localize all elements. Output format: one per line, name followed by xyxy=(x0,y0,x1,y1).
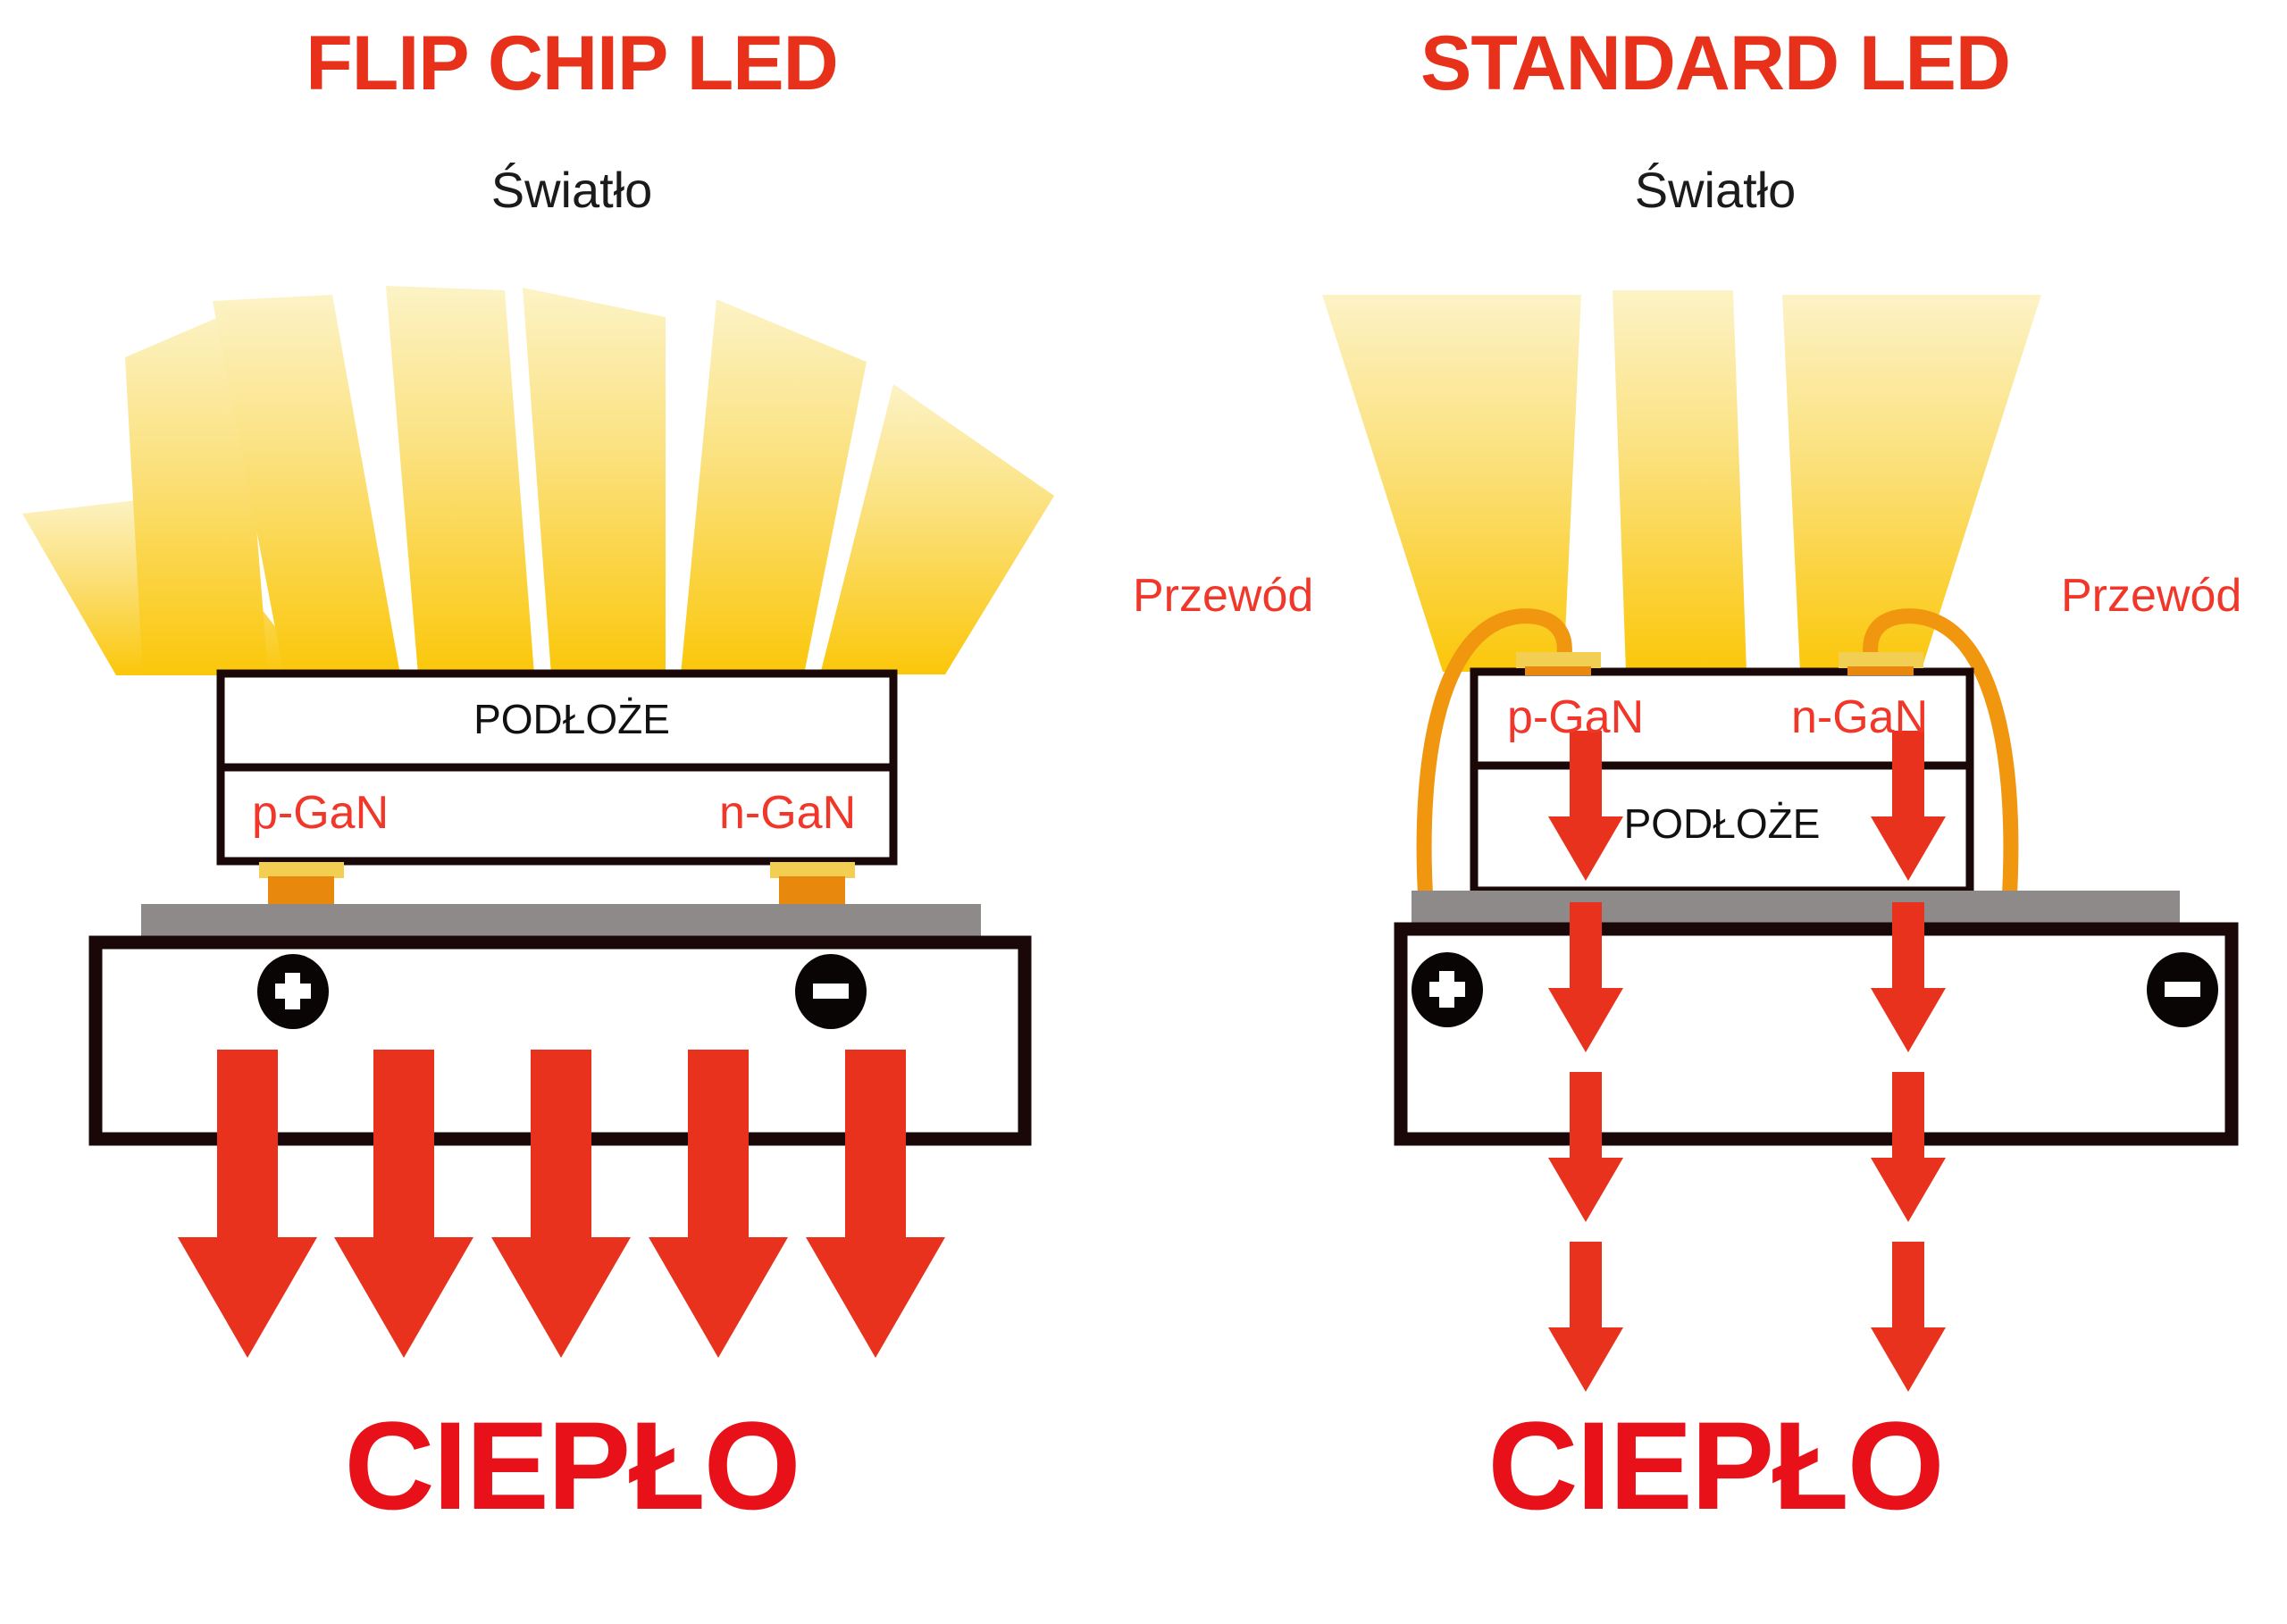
polarity-minus-flip-chip xyxy=(795,954,867,1029)
panel-flip-chip-led: FLIP CHIP LED Światło xyxy=(22,21,1054,1536)
substrate-label-flip-chip: PODŁOŻE xyxy=(473,696,670,742)
polarity-plus-flip-chip xyxy=(257,954,329,1029)
n-gan-label-standard: n-GaN xyxy=(1791,691,1929,743)
heat-label-flip-chip: CIEPŁO xyxy=(344,1395,800,1536)
bond-wires-standard xyxy=(1416,608,2019,955)
light-label-standard: Światło xyxy=(1634,162,1797,218)
wire-label-right-standard: Przewód xyxy=(2061,570,2242,622)
heat-label-standard: CIEPŁO xyxy=(1487,1395,1944,1536)
heat-arrows-left-standard xyxy=(1548,731,1623,1392)
bump-pad-right xyxy=(770,862,855,905)
standard-led-artwork xyxy=(1322,290,2239,1392)
panel-standard-led: STANDARD LED Światło xyxy=(1133,0,2287,1624)
package-box-standard xyxy=(1394,922,2239,1146)
led-die-flip-chip xyxy=(216,669,898,866)
panel-title-flip-chip: FLIP CHIP LED xyxy=(306,21,838,106)
polarity-minus-standard xyxy=(2147,952,2218,1027)
polarity-plus-standard xyxy=(1412,952,1483,1027)
n-gan-label-flip-chip: n-GaN xyxy=(719,787,857,839)
panel-title-standard: STANDARD LED xyxy=(1420,21,2011,106)
flip-chip-artwork xyxy=(22,286,1054,1358)
light-rays-standard xyxy=(1322,290,2041,672)
wire-label-left-standard: Przewód xyxy=(1133,570,1314,622)
light-label-flip-chip: Światło xyxy=(490,162,653,218)
p-gan-label-flip-chip: p-GaN xyxy=(252,787,390,839)
light-rays-flip-chip xyxy=(22,286,1054,675)
bond-pad-left-standard xyxy=(1516,652,1601,675)
heat-arrows-right-standard xyxy=(1871,731,1946,1392)
substrate-label-standard: PODŁOŻE xyxy=(1623,800,1821,847)
heat-arrows-flip-chip xyxy=(178,1050,945,1358)
bond-pad-right-standard xyxy=(1839,652,1923,675)
p-gan-label-standard: p-GaN xyxy=(1507,691,1645,743)
bump-pad-left xyxy=(259,862,344,905)
